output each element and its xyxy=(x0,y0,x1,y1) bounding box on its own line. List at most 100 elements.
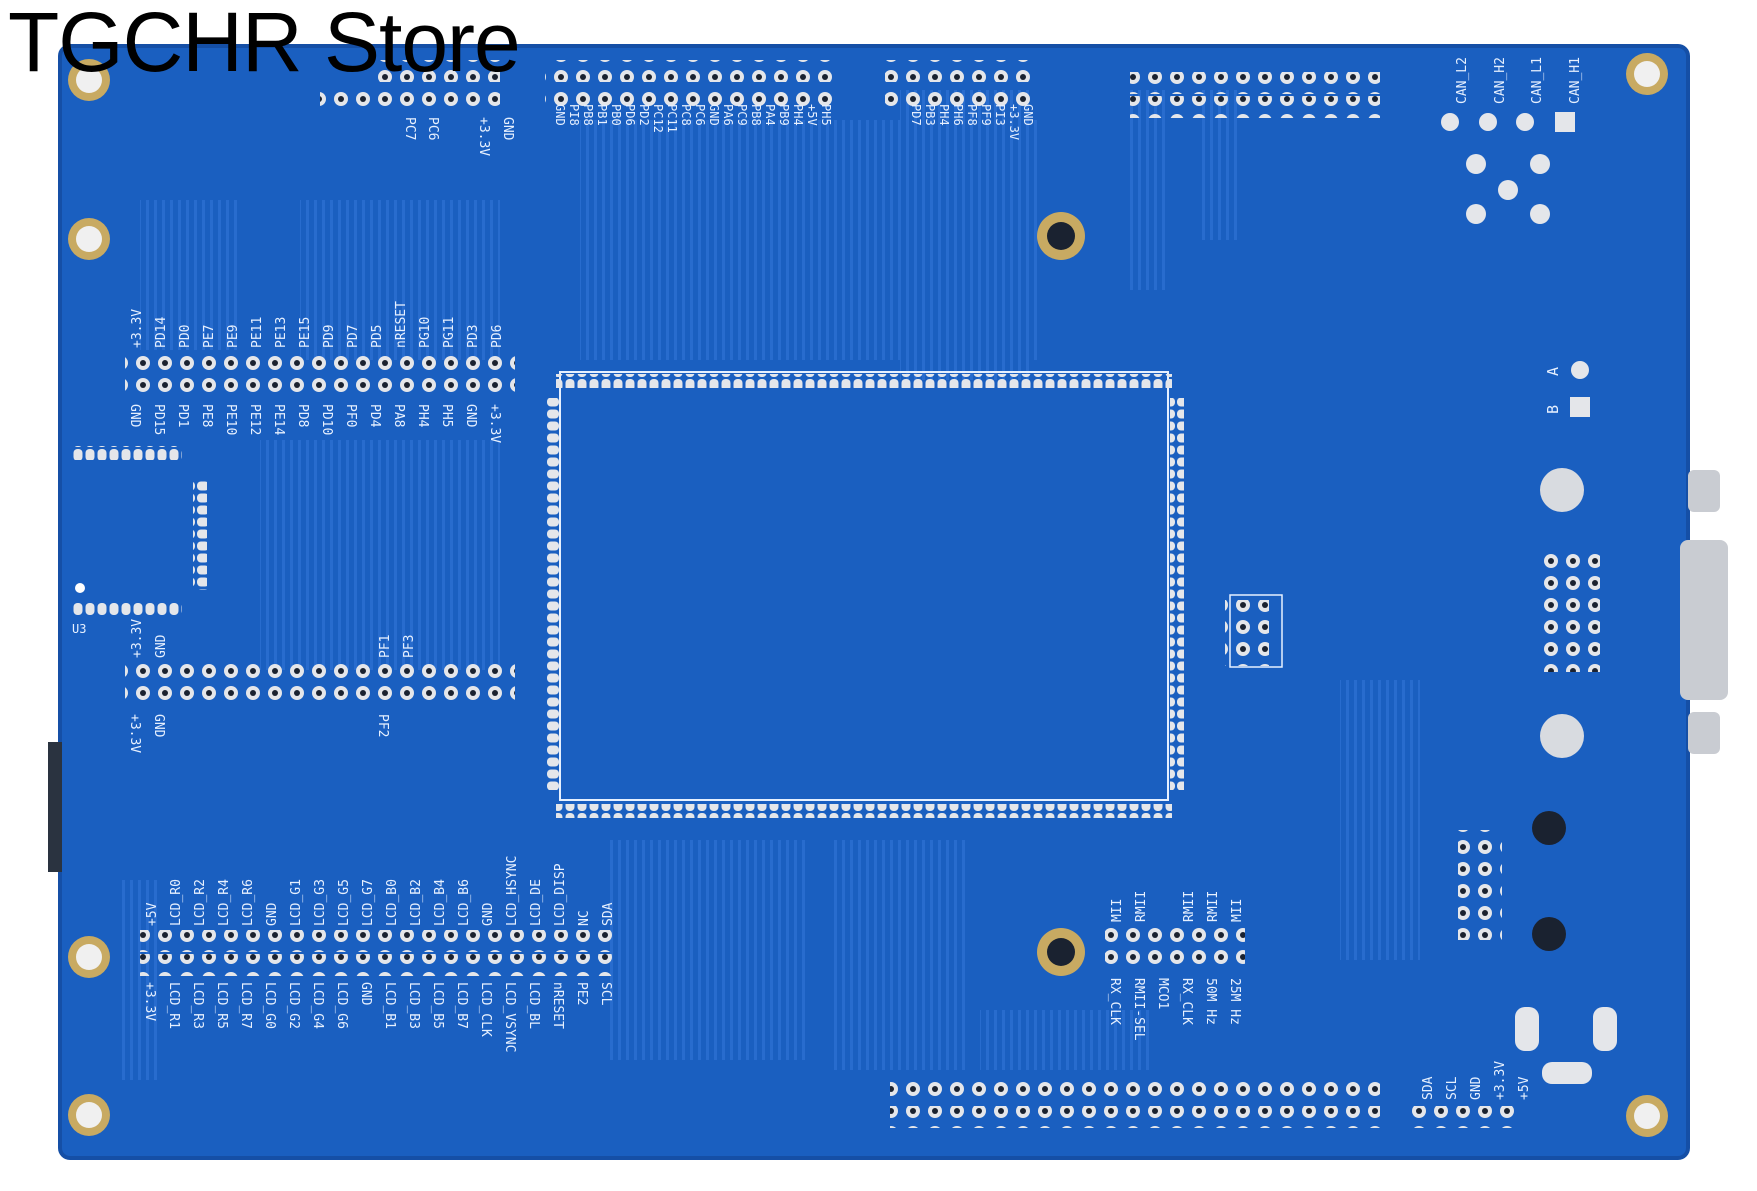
silk-label: GND xyxy=(500,117,515,141)
silk-label: LCD_R0 xyxy=(169,879,184,926)
silk-label: SDA xyxy=(1421,1076,1436,1100)
silk-label: PE9 xyxy=(226,325,241,348)
silk-top-mid: PH5 +5V PH4 PB9 PA4 PB8 PC9 PA6 GND PC6 … xyxy=(553,104,833,133)
silk-label: SCL xyxy=(598,982,613,1006)
silk-label: LCD_HSYNC xyxy=(505,856,520,926)
silk-ethernet: MII RMII RMII RMII MII RX_CLK RMII-SEL M… xyxy=(1107,891,1245,1041)
silk-label: +3.3V xyxy=(476,117,491,156)
silk-label: PB0 xyxy=(609,104,623,126)
silk-label: LCD_B4 xyxy=(433,879,448,926)
silk-label: GND xyxy=(481,902,496,926)
silk-label: PH5 xyxy=(819,104,833,126)
u3-label: U3 xyxy=(72,622,86,636)
silk-label: PC7 xyxy=(402,117,417,140)
silk-label: PG10 xyxy=(418,317,433,348)
silk-label: RMII xyxy=(1134,891,1149,922)
silk-left-upper-bottom: GND PD15 PD1 PE8 PE10 PE12 PE14 PD8 PD10… xyxy=(127,404,502,443)
silk-label: PH5 xyxy=(439,404,454,427)
silk-label: PD1 xyxy=(175,404,190,427)
silk-label: 25M Hz xyxy=(1227,978,1242,1025)
silk-label: GND xyxy=(151,714,166,738)
silk-label: +5V xyxy=(145,902,160,926)
silk-label: PB8 xyxy=(581,104,595,126)
silk-label: PD6 xyxy=(623,104,637,126)
silk-label: RMII xyxy=(1206,891,1221,922)
silk-label: PD4 xyxy=(367,404,382,428)
silk-lcd-bottom: +3.3V LCD_R1 LCD_R3 LCD_R5 LCD_R7 LCD_G0… xyxy=(142,982,613,1052)
silk-label: PI8 xyxy=(567,104,581,126)
silk-label: A xyxy=(1544,367,1562,376)
silk-lcd-top: +5V LCD_R0 LCD_R2 LCD_R4 LCD_R6 GND LCD_… xyxy=(145,856,616,926)
silk-label: LCD_DE xyxy=(529,879,544,926)
u3-footprint xyxy=(72,446,207,616)
silk-label: +3.3V xyxy=(127,714,142,753)
silk-label: CAN_L1 xyxy=(1530,57,1545,104)
silk-label: PE8 xyxy=(199,404,214,427)
silk-label: PD0 xyxy=(178,325,193,348)
silk-label: PE11 xyxy=(250,317,265,348)
silk-label: LCD_R3 xyxy=(190,982,205,1029)
silk-label: CAN_H2 xyxy=(1493,57,1508,104)
silk-label: GND xyxy=(463,404,478,428)
silk-label: LCD_DISP xyxy=(553,863,568,926)
silk-label: LCD_R6 xyxy=(241,879,256,926)
silk-label: B xyxy=(1544,405,1562,414)
silk-label: GND xyxy=(358,982,373,1006)
silk-label: PC11 xyxy=(665,104,679,133)
silk-label: PH6 xyxy=(951,104,965,126)
silk-label: LCD_G7 xyxy=(361,879,376,926)
silk-label: +3.3V xyxy=(130,309,145,348)
silk-label: PC12 xyxy=(651,104,665,133)
silk-label: MII xyxy=(1230,899,1245,922)
silk-label: PE14 xyxy=(271,404,286,435)
silk-label: PF9 xyxy=(979,104,993,126)
silk-label: PA8 xyxy=(391,404,406,427)
silk-label: MCO1 xyxy=(1155,978,1170,1009)
silk-label: PF2 xyxy=(375,714,390,737)
silk-label: LCD_B6 xyxy=(457,879,472,926)
silk-label: PD14 xyxy=(154,317,169,348)
silk-label: PE7 xyxy=(202,325,217,348)
silk-label: PD6 xyxy=(490,325,505,348)
silk-label: +3.3V xyxy=(1493,1061,1508,1100)
silk-label: GND xyxy=(707,104,721,126)
silk-label: PC6 xyxy=(693,104,707,126)
silk-label: LCD_R2 xyxy=(193,879,208,926)
silk-label: LCD_VSYNC xyxy=(502,982,517,1052)
silk-label: LCD_G4 xyxy=(310,982,325,1029)
silk-label: LCD_G2 xyxy=(286,982,301,1029)
silk-label: PD10 xyxy=(319,404,334,435)
silk-label: LCD_G0 xyxy=(262,982,277,1029)
silk-label: PD15 xyxy=(151,404,166,435)
silk-label: NC xyxy=(577,910,592,926)
trace-bundles xyxy=(120,90,1420,1080)
silk-label: PA4 xyxy=(763,104,777,126)
qfp-footprint xyxy=(545,371,1184,818)
silk-label: nRESET xyxy=(550,982,565,1029)
silk-label: PD7 xyxy=(346,325,361,348)
silk-label: PH4 xyxy=(791,104,805,126)
silk-label: PE13 xyxy=(274,317,289,348)
silk-label: PD3 xyxy=(466,325,481,348)
silk-label: PC6 xyxy=(425,117,440,140)
silk-label: PI3 xyxy=(993,104,1007,126)
silk-label: PE12 xyxy=(247,404,262,435)
silk-label: LCD_CLK xyxy=(478,982,493,1037)
silk-label: LCD_R7 xyxy=(238,982,253,1029)
store-watermark: TGCHR Store xyxy=(8,0,521,89)
silk-label: LCD_G5 xyxy=(337,879,352,926)
silk-left-upper-top: +3.3V PD14 PD0 PE7 PE9 PE11 PE13 PE15 PD… xyxy=(130,301,505,348)
silk-label: PC8 xyxy=(679,104,693,126)
silk-label: LCD_B3 xyxy=(406,982,421,1029)
silk-label: GND xyxy=(127,404,142,428)
silk-label: PA6 xyxy=(721,104,735,126)
usb-connector xyxy=(48,742,62,872)
silk-label: RMII xyxy=(1182,891,1197,922)
silk-i2c: SDA SCL GND +3.3V +5V xyxy=(1421,1061,1532,1100)
silk-label: PB3 xyxy=(923,104,937,126)
silk-label: PF8 xyxy=(965,104,979,126)
silk-label: PD5 xyxy=(370,325,385,348)
silk-label: PC9 xyxy=(735,104,749,126)
silk-label: GND xyxy=(1469,1076,1484,1100)
